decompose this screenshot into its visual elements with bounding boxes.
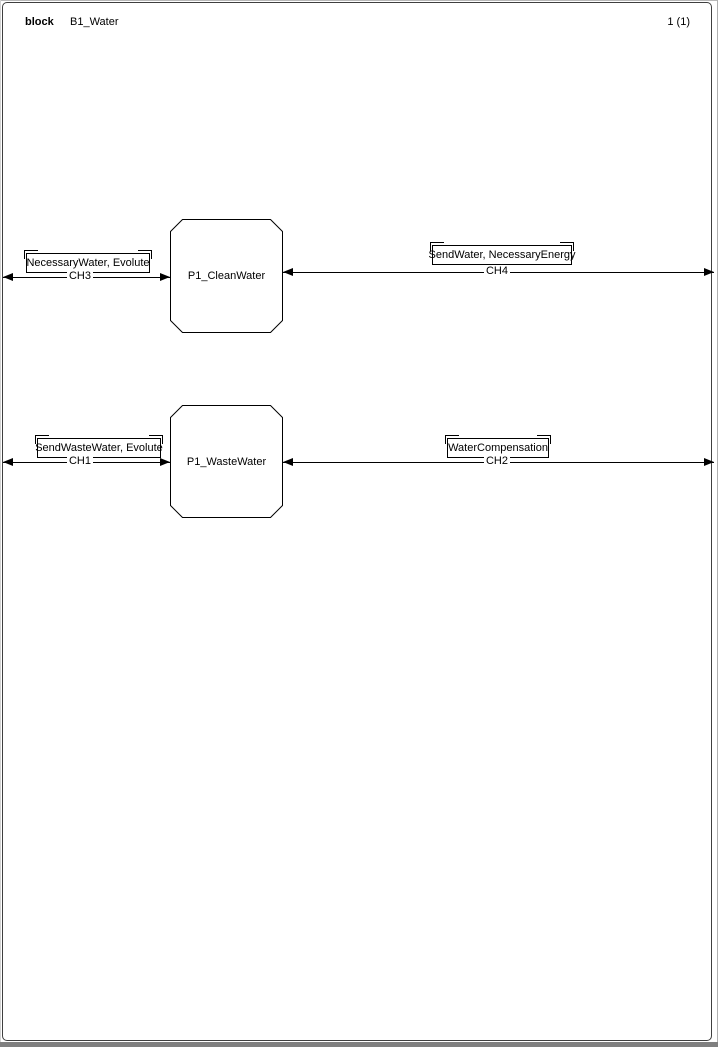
arrowhead-left-icon <box>3 273 13 281</box>
channel-name-ch2[interactable]: CH2 <box>483 455 511 468</box>
signal-list-text: SendWater, NecessaryEnergy <box>428 249 576 261</box>
signal-list-ch3[interactable]: NecessaryWater, Evolute <box>24 250 152 273</box>
channel-name-ch1[interactable]: CH1 <box>66 455 94 468</box>
arrowhead-right-icon <box>704 458 714 466</box>
process-name: P1_CleanWater <box>187 270 266 282</box>
window-edge-top <box>0 0 718 1</box>
signal-list-ch4[interactable]: SendWater, NecessaryEnergy <box>429 242 575 265</box>
process-outline-icon <box>170 405 283 518</box>
process-outline-icon <box>170 219 283 333</box>
window-edge-left <box>0 0 1 1047</box>
arrowhead-left-icon <box>3 458 13 466</box>
process-symbol-waste-water[interactable]: P1_WasteWater <box>170 405 283 518</box>
page-number: 1 (1) <box>667 16 690 28</box>
diagram-title: B1_Water <box>70 16 119 28</box>
signal-list-text: NecessaryWater, Evolute <box>26 257 150 269</box>
arrowhead-right-icon <box>704 268 714 276</box>
arrowhead-left-icon <box>283 268 293 276</box>
channel-name-ch4[interactable]: CH4 <box>483 265 511 278</box>
arrowhead-right-icon <box>160 458 170 466</box>
arrowhead-right-icon <box>160 273 170 281</box>
signal-list-text: SendWasteWater, Evolute <box>35 442 163 454</box>
window-edge-bottom <box>0 1042 718 1047</box>
channel-name-ch3[interactable]: CH3 <box>66 270 94 283</box>
signal-list-text: WaterCompensation <box>448 442 548 454</box>
process-symbol-clean-water[interactable]: P1_CleanWater <box>170 219 283 333</box>
diagram-kind-label: block <box>25 16 54 28</box>
process-name: P1_WasteWater <box>186 455 267 468</box>
signal-list-ch1[interactable]: SendWasteWater, Evolute <box>35 435 163 458</box>
arrowhead-left-icon <box>283 458 293 466</box>
